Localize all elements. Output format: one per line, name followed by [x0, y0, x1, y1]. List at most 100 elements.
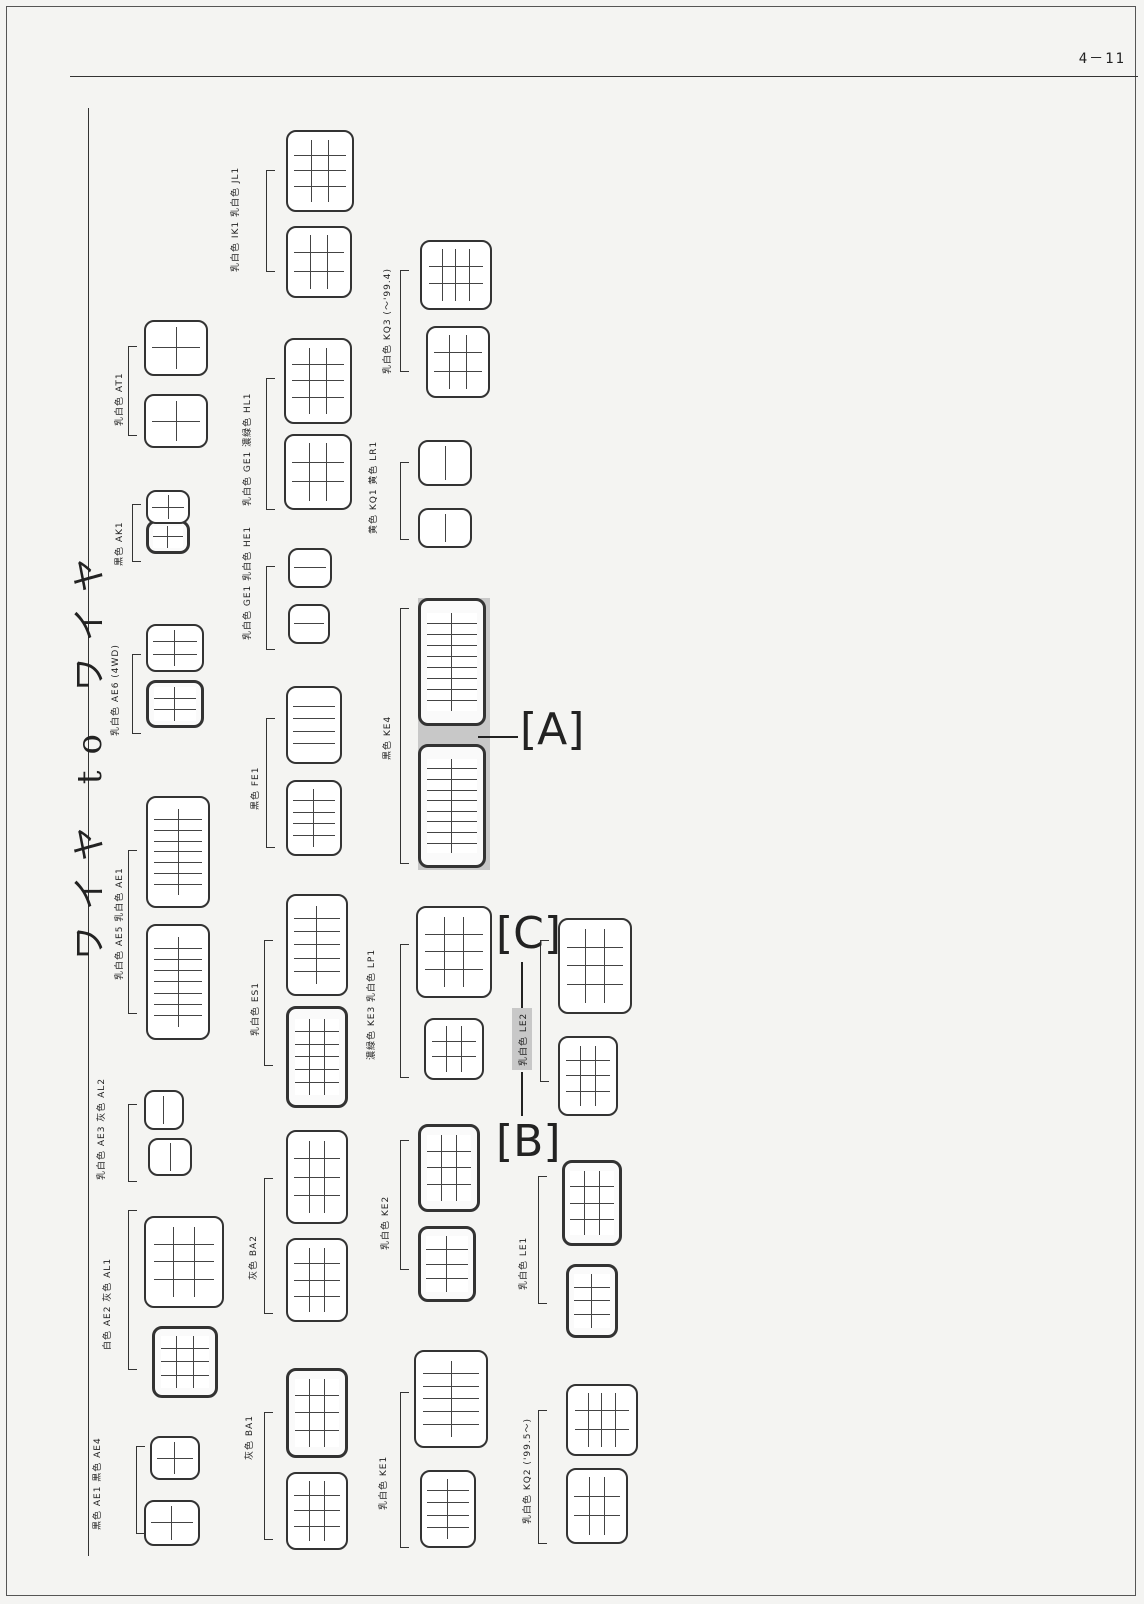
connector-pair-female [418, 1124, 480, 1212]
bracket [400, 462, 409, 540]
connector-pair-male [566, 1264, 618, 1338]
connector-label: 乳白色 KQ3 (～'99.4) [383, 268, 393, 374]
connector-label: 黒色 AK1 [115, 521, 125, 566]
bracket [136, 1446, 145, 1534]
bracket [266, 718, 275, 848]
connector-label: 黒色 AE1 黒色 AE4 [93, 1437, 103, 1530]
connector-pair-female [418, 598, 486, 726]
connector-label: 灰色 BA2 [249, 1235, 259, 1280]
connector-pair-male [146, 924, 210, 1040]
connector-pair-male [418, 744, 486, 868]
bracket [128, 346, 137, 436]
connector-pair-female [284, 338, 352, 424]
connector-pair-female [286, 686, 342, 764]
connector-pair-male [148, 1138, 192, 1176]
connector-pair-male [146, 680, 204, 728]
page-number: 4－11 [1078, 51, 1126, 67]
connector-pair-male [286, 1238, 348, 1322]
connector-pair-female [144, 320, 208, 376]
connector-label: 乳白色 IK1 乳白色 JL1 [231, 166, 241, 272]
connector-pair-female [144, 1090, 184, 1130]
connector-pair-female [558, 918, 632, 1014]
bracket [264, 940, 273, 1066]
bracket [128, 850, 137, 1014]
bracket [128, 1104, 137, 1182]
highlight-b [512, 1036, 532, 1070]
connector-pair-female [286, 130, 354, 212]
bracket [128, 1210, 137, 1370]
bracket [264, 1412, 273, 1540]
connector-label: 乳白色 GE1 乳白色 HE1 [243, 525, 253, 640]
connector-pair-female [286, 1130, 348, 1224]
connector-label: 白色 AE2 灰色 AL1 [103, 1257, 113, 1350]
connector-label: 乳白色 GE1 濃緑色 HL1 [243, 392, 253, 506]
connector-label: 乳白色 AT1 [115, 372, 125, 426]
connector-pair-male [566, 1468, 628, 1544]
connector-label: 乳白色 KQ2 ('99.5～) [523, 1418, 533, 1524]
connector-pair-male [288, 604, 330, 644]
connector-label: 乳白色 KE1 [379, 1455, 389, 1510]
bracket [400, 1392, 409, 1548]
header-rule [70, 76, 1138, 77]
connector-pair-female [286, 1368, 348, 1458]
connector-label: 乳白色 AE5 乳白色 AE1 [115, 867, 125, 980]
bracket [540, 940, 549, 1082]
connector-pair-female [416, 906, 492, 998]
connector-pair-male [286, 1006, 348, 1108]
connector-pair-male [144, 394, 208, 448]
connector-pair-male [146, 520, 190, 554]
connector-pair-male [152, 1326, 218, 1398]
leader-b [521, 1072, 523, 1116]
connector-pair-male [426, 326, 490, 398]
left-rule [88, 108, 89, 1556]
connector-label: 乳白色 LE2 [519, 1012, 529, 1066]
bracket [400, 270, 409, 372]
callout-c: [C] [496, 908, 562, 959]
connector-pair-male [284, 434, 352, 510]
connector-pair-female [146, 796, 210, 908]
connector-label: 灰色 BA1 [245, 1415, 255, 1460]
connector-pair-female [566, 1384, 638, 1456]
connector-pair-male [418, 1226, 476, 1302]
connector-pair-male [558, 1036, 618, 1116]
connector-pair-male [286, 1472, 348, 1550]
page-frame [6, 6, 1136, 1596]
connector-pair-female [288, 548, 332, 588]
callout-a: [A] [520, 704, 585, 755]
connector-label: 乳白色 AE3 灰色 AL2 [97, 1077, 107, 1180]
bracket [400, 944, 409, 1078]
bracket [538, 1176, 547, 1304]
leader-a [478, 736, 518, 738]
connector-pair-female [414, 1350, 488, 1448]
connector-pair-female [144, 1216, 224, 1308]
connector-pair-female [562, 1160, 622, 1246]
connector-pair-male [420, 1470, 476, 1548]
leader-c [521, 962, 523, 1008]
connector-pair-male [286, 226, 352, 298]
connector-label: 黄色 KQ1 黄色 LR1 [369, 440, 379, 534]
bracket [400, 1140, 409, 1270]
connector-pair-male [144, 1500, 200, 1546]
connector-label: 乳白色 ES1 [251, 982, 261, 1036]
callout-b: [B] [496, 1116, 561, 1167]
bracket [264, 1178, 273, 1314]
connector-label: 乳白色 KE2 [381, 1195, 391, 1250]
bracket [538, 1410, 547, 1544]
connector-pair-male [286, 780, 342, 856]
bracket [400, 608, 409, 864]
connector-pair-male [418, 508, 472, 548]
connector-pair-female [420, 240, 492, 310]
connector-label: 黒色 KE4 [383, 715, 393, 760]
connector-pair-female [146, 490, 190, 524]
bracket [266, 566, 275, 650]
bracket [266, 170, 275, 272]
connector-pair-female [146, 624, 204, 672]
highlight-c [512, 1008, 532, 1036]
connector-label: 乳白色 LE1 [519, 1236, 529, 1290]
connector-label: 乳白色 AE6 (4WD) [111, 644, 121, 736]
bracket [266, 378, 275, 510]
page-title: ワイヤ to ワイヤ [70, 542, 110, 960]
connector-label: 黒色 FE1 [251, 766, 261, 810]
connector-pair-male [424, 1018, 484, 1080]
bracket [132, 504, 141, 562]
